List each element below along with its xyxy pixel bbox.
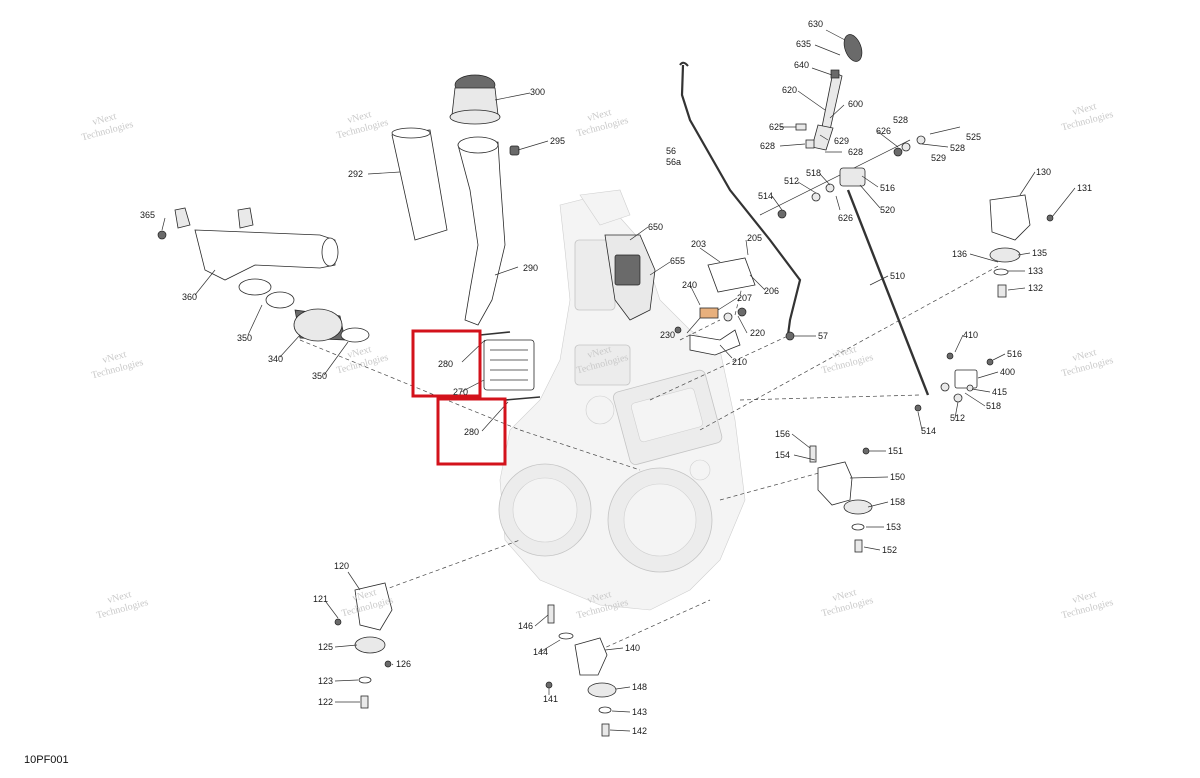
part-label-280-upper[interactable]: 280 <box>438 359 453 369</box>
part-label-154[interactable]: 154 <box>775 450 790 460</box>
part-label-350-b[interactable]: 350 <box>312 371 327 381</box>
part-label-156[interactable]: 156 <box>775 429 790 439</box>
intake-left <box>157 207 370 343</box>
highlight-box-280-lower <box>436 397 507 466</box>
part-label-410[interactable]: 410 <box>963 330 978 340</box>
part-label-514-b[interactable]: 514 <box>921 426 936 436</box>
part-label-650[interactable]: 650 <box>648 222 663 232</box>
part-label-600[interactable]: 600 <box>848 99 863 109</box>
part-label-132[interactable]: 132 <box>1028 283 1043 293</box>
part-label-528-b[interactable]: 528 <box>950 143 965 153</box>
part-labels: 630 635 640 620 600 625 628 629 628 626 … <box>140 19 1092 736</box>
part-label-57[interactable]: 57 <box>818 331 828 341</box>
shifter-assembly <box>759 34 961 219</box>
part-label-230[interactable]: 230 <box>660 330 675 340</box>
mount-140 <box>545 604 617 737</box>
part-label-270[interactable]: 270 <box>453 387 468 397</box>
part-label-512-a[interactable]: 512 <box>784 176 799 186</box>
part-label-290[interactable]: 290 <box>523 263 538 273</box>
air-intake <box>391 74 520 326</box>
part-label-56[interactable]: 56 <box>666 146 676 156</box>
part-label-628-a[interactable]: 628 <box>760 141 775 151</box>
part-label-205[interactable]: 205 <box>747 233 762 243</box>
part-label-630[interactable]: 630 <box>808 19 823 29</box>
drawing-code: 10PF001 <box>24 754 69 766</box>
part-label-148[interactable]: 148 <box>632 682 647 692</box>
part-label-415[interactable]: 415 <box>992 387 1007 397</box>
part-label-151[interactable]: 151 <box>888 446 903 456</box>
part-label-628-b[interactable]: 628 <box>848 147 863 157</box>
part-label-625[interactable]: 625 <box>769 122 784 132</box>
part-label-210[interactable]: 210 <box>732 357 747 367</box>
leader-lines <box>161 29 1076 732</box>
part-label-142[interactable]: 142 <box>632 726 647 736</box>
part-label-125[interactable]: 125 <box>318 642 333 652</box>
part-label-143[interactable]: 143 <box>632 707 647 717</box>
part-label-400[interactable]: 400 <box>1000 367 1015 377</box>
part-label-512-b[interactable]: 512 <box>950 413 965 423</box>
ecu-area <box>604 234 756 356</box>
part-label-528-a[interactable]: 528 <box>893 115 908 125</box>
part-label-300[interactable]: 300 <box>530 87 545 97</box>
part-label-120[interactable]: 120 <box>334 561 349 571</box>
mount-130 <box>989 194 1054 298</box>
part-label-150[interactable]: 150 <box>890 472 905 482</box>
part-label-526[interactable]: 626 <box>876 126 891 136</box>
part-label-203[interactable]: 203 <box>691 239 706 249</box>
part-label-56a[interactable]: 56a <box>666 157 681 167</box>
part-label-207[interactable]: 207 <box>737 293 752 303</box>
engine-ghost <box>498 189 746 611</box>
part-label-525[interactable]: 525 <box>966 132 981 142</box>
part-label-146[interactable]: 146 <box>518 621 533 631</box>
part-label-629[interactable]: 629 <box>834 136 849 146</box>
part-label-295[interactable]: 295 <box>550 136 565 146</box>
part-label-133[interactable]: 133 <box>1028 266 1043 276</box>
part-label-516-a[interactable]: 516 <box>880 183 895 193</box>
part-label-206[interactable]: 206 <box>764 286 779 296</box>
assembly-lines <box>299 264 1001 651</box>
part-label-126[interactable]: 126 <box>396 659 411 669</box>
part-label-158[interactable]: 158 <box>890 497 905 507</box>
part-label-135[interactable]: 135 <box>1032 248 1047 258</box>
part-label-516-b[interactable]: 516 <box>1007 349 1022 359</box>
part-label-518-a[interactable]: 518 <box>806 168 821 178</box>
part-label-635[interactable]: 635 <box>796 39 811 49</box>
part-label-510[interactable]: 510 <box>890 271 905 281</box>
bracket-400 <box>914 352 994 412</box>
part-label-520[interactable]: 520 <box>880 205 895 215</box>
part-label-340[interactable]: 340 <box>268 354 283 364</box>
part-label-141[interactable]: 141 <box>543 694 558 704</box>
part-label-640[interactable]: 640 <box>794 60 809 70</box>
part-label-280-lower[interactable]: 280 <box>464 427 479 437</box>
part-label-620[interactable]: 620 <box>782 85 797 95</box>
part-label-140[interactable]: 140 <box>625 643 640 653</box>
part-label-131[interactable]: 131 <box>1077 183 1092 193</box>
part-label-144[interactable]: 144 <box>533 647 548 657</box>
part-label-529[interactable]: 529 <box>931 153 946 163</box>
part-label-518-b[interactable]: 518 <box>986 401 1001 411</box>
part-label-292[interactable]: 292 <box>348 169 363 179</box>
part-label-153[interactable]: 153 <box>886 522 901 532</box>
highlight-box-280-upper <box>411 329 482 398</box>
mount-150 <box>809 445 873 553</box>
part-label-136[interactable]: 136 <box>952 249 967 259</box>
part-label-365[interactable]: 365 <box>140 210 155 220</box>
part-label-123[interactable]: 123 <box>318 676 333 686</box>
part-label-220[interactable]: 220 <box>750 328 765 338</box>
part-label-360[interactable]: 360 <box>182 292 197 302</box>
part-label-152[interactable]: 152 <box>882 545 897 555</box>
part-label-240[interactable]: 240 <box>682 280 697 290</box>
part-label-122[interactable]: 122 <box>318 697 333 707</box>
part-label-350-a[interactable]: 350 <box>237 333 252 343</box>
part-label-130[interactable]: 130 <box>1036 167 1051 177</box>
manifold-270 <box>479 331 541 401</box>
part-label-121[interactable]: 121 <box>313 594 328 604</box>
dipstick-and-rod <box>679 61 930 396</box>
part-label-655[interactable]: 655 <box>670 256 685 266</box>
mount-120 <box>334 582 393 709</box>
part-label-514-a[interactable]: 514 <box>758 191 773 201</box>
part-label-626[interactable]: 626 <box>838 213 853 223</box>
